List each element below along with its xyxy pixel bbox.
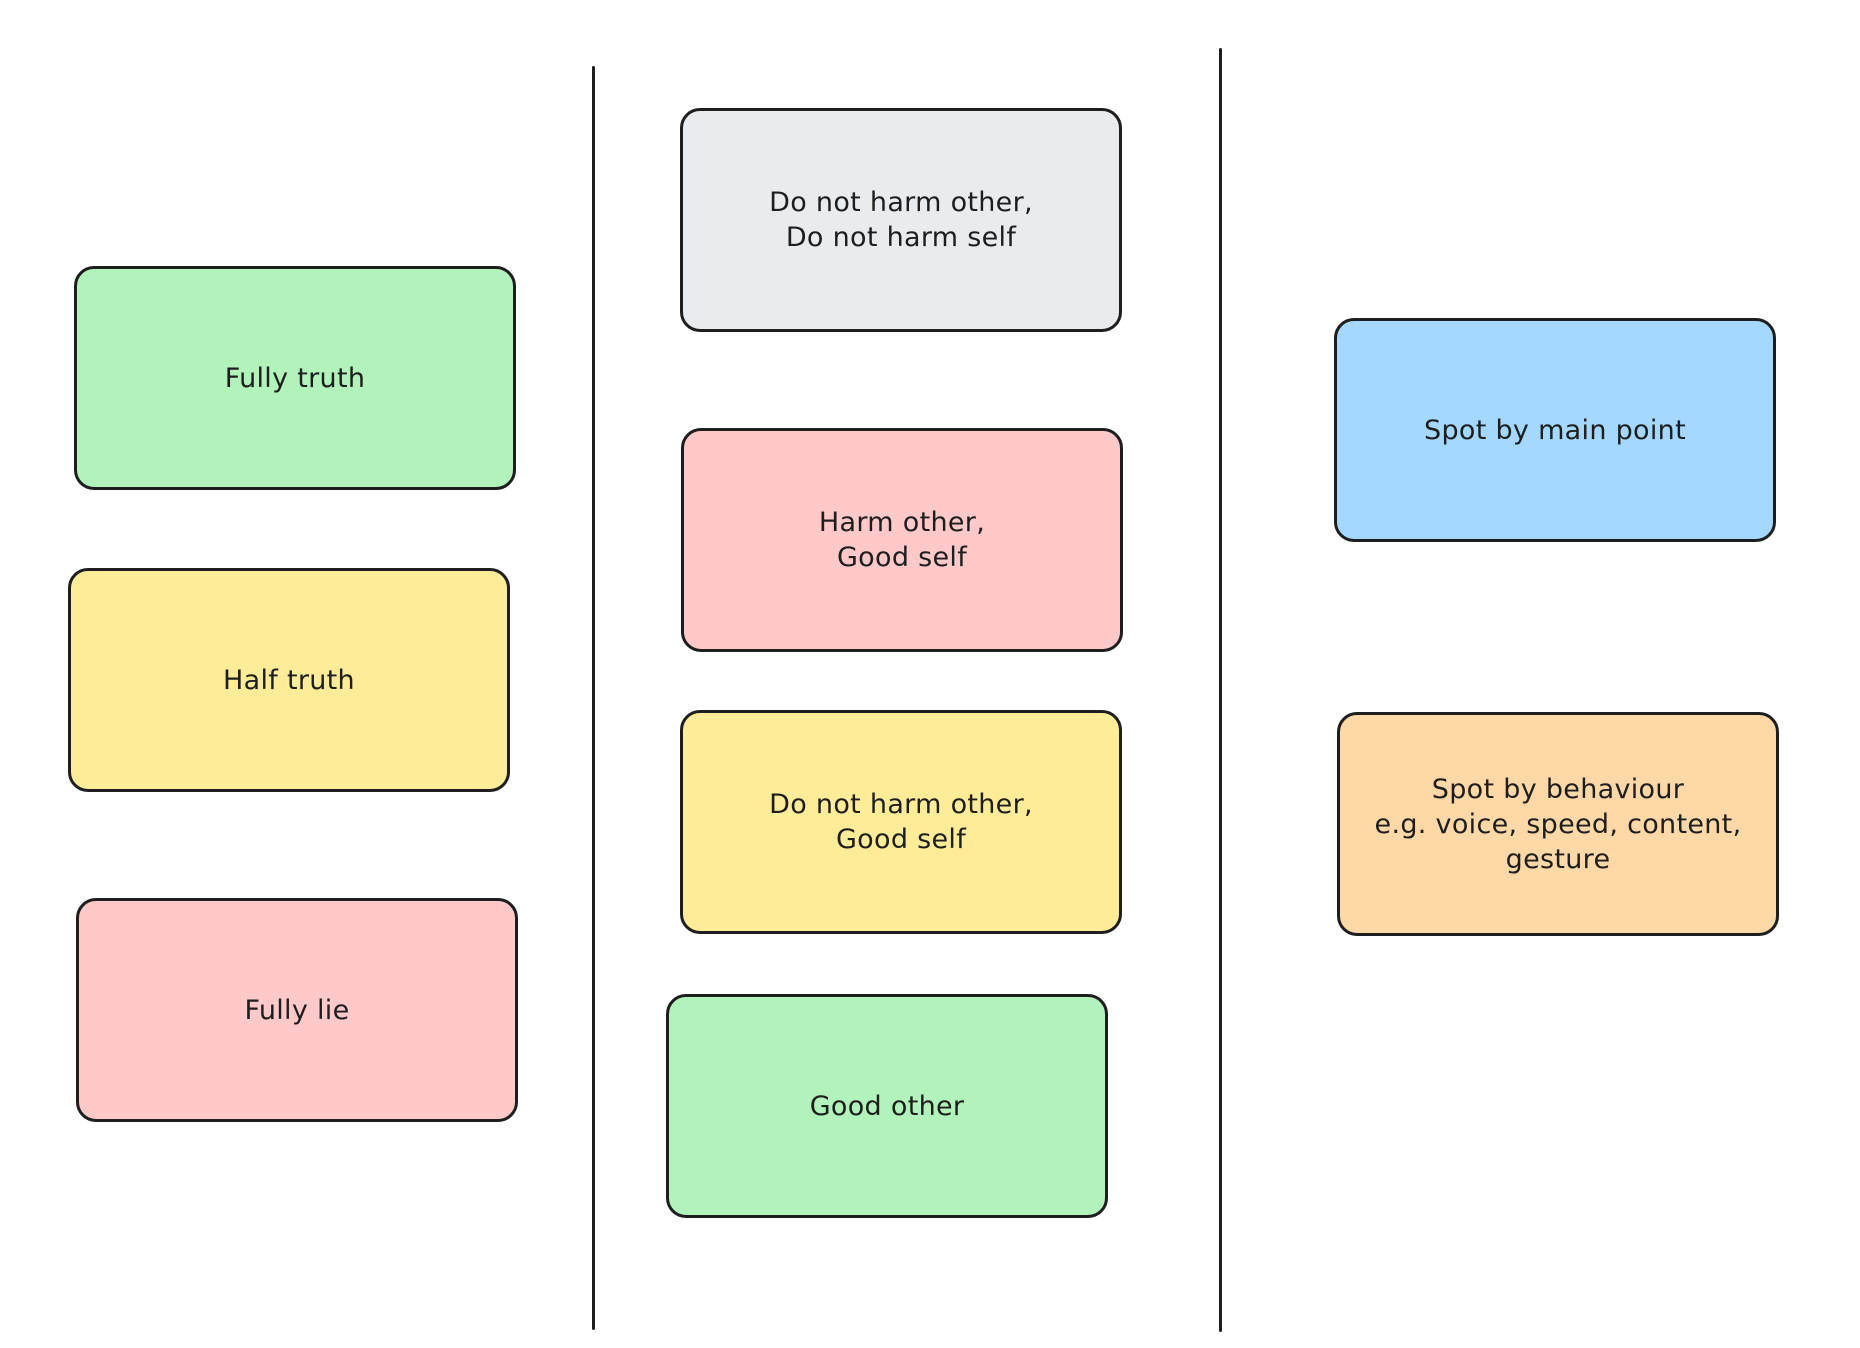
card-half-truth[interactable]: Half truth [68, 568, 510, 792]
card-good-other[interactable]: Good other [666, 994, 1108, 1218]
card-spot-by-main-point[interactable]: Spot by main point [1334, 318, 1776, 542]
card-half-truth-label: Half truth [223, 664, 355, 696]
card-no-harm-other-good-self[interactable]: Do not harm other, Good self [680, 710, 1122, 934]
column-divider-left [592, 66, 595, 1330]
card-fully-truth[interactable]: Fully truth [74, 266, 516, 490]
card-fully-truth-label: Fully truth [224, 362, 366, 394]
card-fully-lie[interactable]: Fully lie [76, 898, 518, 1122]
card-harm-other-good-self[interactable]: Harm other, Good self [681, 428, 1123, 652]
card-harm-other-good-self-label: Harm other, Good self [818, 507, 986, 573]
card-good-other-label: Good other [809, 1090, 965, 1122]
card-spot-by-behaviour[interactable]: Spot by behaviour e.g. voice, speed, con… [1337, 712, 1779, 936]
card-fully-lie-label: Fully lie [244, 994, 350, 1026]
card-no-harm-other-no-harm-self[interactable]: Do not harm other, Do not harm self [680, 108, 1122, 332]
card-no-harm-other-no-harm-self-label: Do not harm other, Do not harm self [769, 187, 1033, 253]
card-spot-by-main-point-label: Spot by main point [1424, 414, 1686, 446]
column-divider-right [1219, 48, 1222, 1332]
card-no-harm-other-good-self-label: Do not harm other, Good self [769, 789, 1033, 855]
card-spot-by-behaviour-label: Spot by behaviour e.g. voice, speed, con… [1374, 773, 1742, 875]
